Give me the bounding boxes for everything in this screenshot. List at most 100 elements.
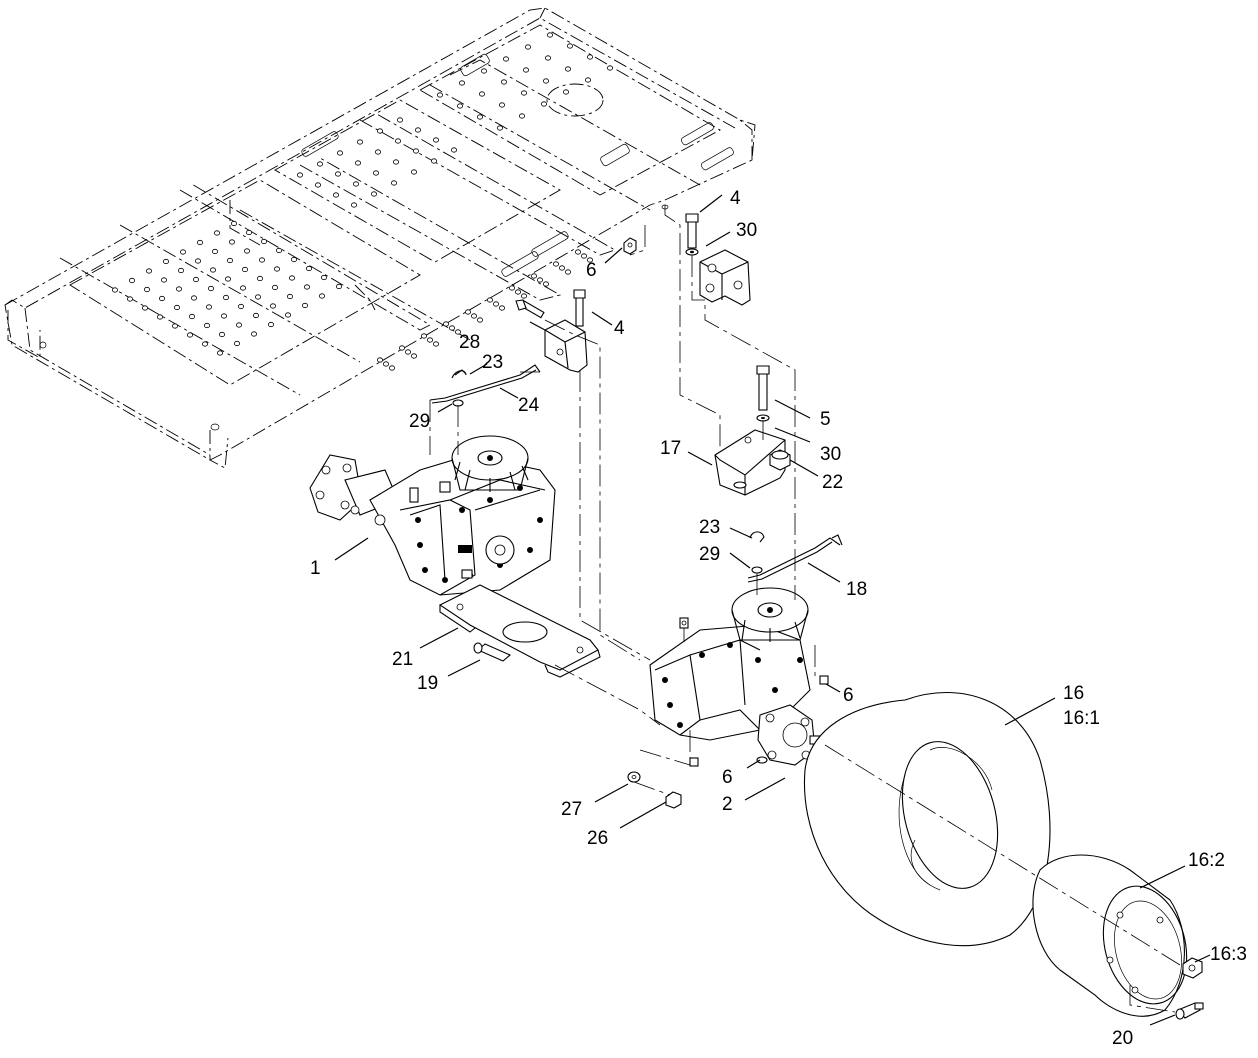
- frame-hole: [581, 253, 588, 259]
- frame-hole: [587, 257, 594, 263]
- washer-27: [627, 771, 641, 783]
- frame-hole-pattern: [112, 32, 614, 371]
- frame-hole: [145, 268, 152, 274]
- frame-hole: [521, 293, 528, 299]
- frame-hole: [141, 305, 148, 311]
- frame-hole: [543, 78, 550, 84]
- upper-right-bracket: [685, 213, 751, 306]
- frame-hole: [523, 67, 530, 73]
- frame-hole: [575, 249, 582, 255]
- frame-hole: [374, 149, 381, 155]
- callout-26: 26: [587, 828, 608, 849]
- callout-leaders: [334, 194, 1211, 1026]
- frame-hole: [398, 345, 405, 351]
- frame-hole: [565, 269, 572, 275]
- callout-2: 2: [722, 794, 733, 815]
- callout-30-right: 30: [820, 444, 841, 465]
- tire-16: [803, 692, 1051, 947]
- frame-hole: [245, 229, 252, 236]
- frame-hole: [410, 169, 417, 175]
- frame-hole: [607, 65, 614, 71]
- valve-stem-16-3: [1175, 1002, 1204, 1020]
- frame-hole: [420, 333, 427, 339]
- frame-hole: [356, 139, 363, 145]
- frame-hole: [271, 284, 278, 291]
- callout-6-lower: 6: [722, 767, 733, 788]
- frame-hole: [250, 331, 257, 337]
- frame-hole: [203, 322, 210, 329]
- frame-hole: [288, 275, 295, 281]
- frame-hole: [376, 357, 383, 363]
- frame-hole: [587, 54, 594, 60]
- frame-hole: [334, 171, 341, 177]
- frame-hole: [352, 181, 359, 187]
- frame-hole: [275, 247, 282, 254]
- frame-hole: [220, 313, 227, 319]
- frame-hole: [162, 258, 169, 265]
- callout-29-right: 29: [699, 544, 720, 565]
- frame-hole: [436, 92, 443, 98]
- frame-hole: [192, 276, 199, 283]
- frame-hole: [376, 128, 383, 134]
- frame-hole: [305, 265, 312, 272]
- callout-16-1: 16:1: [1063, 708, 1100, 729]
- frame-hole: [186, 332, 193, 338]
- frame-hole: [478, 91, 485, 97]
- frame-hole: [500, 79, 507, 85]
- frame-hole: [370, 191, 377, 197]
- callout-18: 17: [660, 438, 681, 459]
- frame-hole: [335, 283, 342, 290]
- frame-hole: [498, 102, 505, 108]
- frame-hole: [112, 287, 119, 293]
- frame-hole: [563, 89, 570, 95]
- frame-hole: [430, 158, 437, 164]
- lug-nut-17: [1182, 957, 1203, 979]
- frame-hole: [303, 284, 310, 290]
- linkage-rod-left: [429, 364, 541, 407]
- frame-hole: [316, 161, 323, 167]
- frame-hole: [260, 238, 267, 245]
- callout-16-3: 20: [1112, 1028, 1133, 1049]
- callout-4-center: 4: [614, 318, 625, 339]
- frame-hole: [267, 321, 274, 328]
- frame-hole: [448, 325, 455, 331]
- frame-hole: [301, 302, 308, 309]
- callout-17: 16:3: [1210, 944, 1247, 965]
- frame-hole: [565, 66, 572, 72]
- callout-21: 21: [392, 649, 413, 670]
- frame-hole: [179, 249, 186, 255]
- frame-hole: [332, 192, 339, 198]
- frame-hole: [286, 293, 293, 300]
- frame-hole: [458, 80, 465, 86]
- rim-16-2: [1032, 854, 1188, 1017]
- frame-hole: [228, 239, 235, 245]
- frame-hole: [515, 289, 522, 295]
- frame-hole: [209, 267, 216, 273]
- frame-hole: [156, 314, 163, 320]
- frame-hole: [486, 297, 493, 303]
- frame-hole: [372, 170, 379, 176]
- frame-hole: [531, 273, 538, 279]
- frame-hole: [476, 317, 483, 323]
- frame-hole: [396, 117, 403, 123]
- frame-hole: [432, 341, 439, 347]
- frame-hole: [290, 256, 297, 263]
- callout-23-left: 23: [482, 352, 503, 373]
- callout-23-right: 23: [699, 517, 720, 538]
- frame-hole: [492, 301, 499, 307]
- frame-hole: [382, 361, 389, 367]
- callout-28: 28: [459, 332, 480, 353]
- frame-hole: [230, 220, 237, 227]
- frame-hole: [218, 331, 225, 338]
- frame-hole: [545, 55, 552, 61]
- frame-hole: [196, 239, 203, 246]
- callout-1: 1: [310, 558, 321, 579]
- callout-5: 5: [820, 409, 831, 430]
- frame-hole: [567, 43, 574, 49]
- frame-hole: [224, 276, 231, 282]
- frame-hole: [390, 180, 397, 186]
- frame-hole: [410, 353, 417, 359]
- frame-hole: [205, 304, 212, 310]
- frame-hole: [233, 340, 240, 347]
